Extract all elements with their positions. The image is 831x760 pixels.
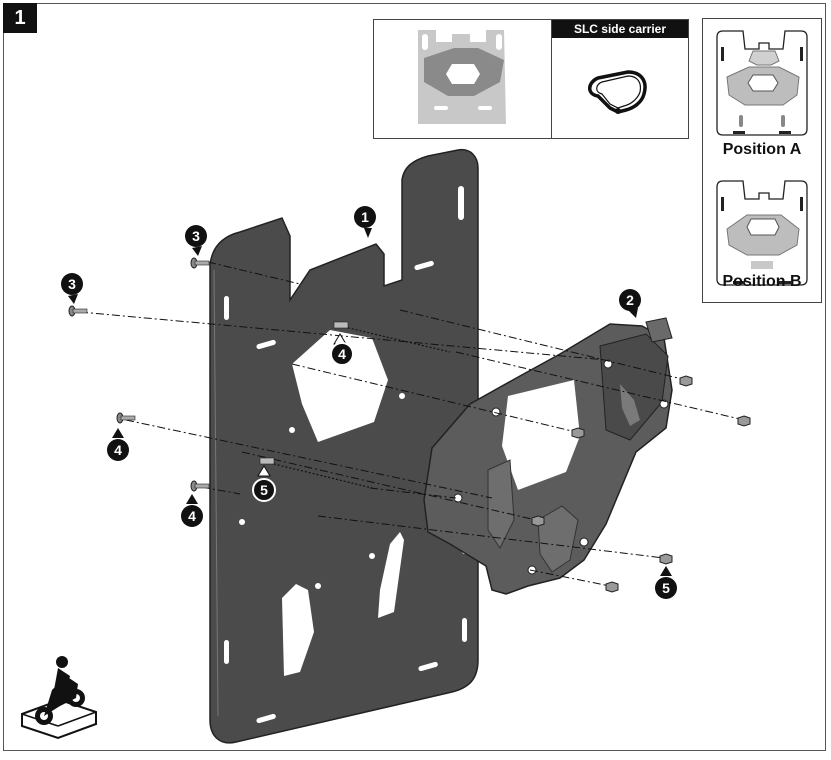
position-a-label: Position A xyxy=(722,141,802,158)
callout-4-lower: 4 xyxy=(181,494,203,527)
position-b-label: Position B xyxy=(722,273,802,290)
callout-label: 5 xyxy=(260,482,268,498)
callout-4-hidden: 4 xyxy=(330,333,354,366)
positions-inset: Position A Position B xyxy=(702,18,822,303)
callout-label: 3 xyxy=(192,228,200,244)
adapter-plate-thumbnail xyxy=(418,30,506,128)
screw-4-hidden xyxy=(333,321,349,329)
callout-badges: 1 2 3 3 4 xyxy=(61,206,677,599)
callout-3-upper: 3 xyxy=(185,225,207,256)
callout-label: 1 xyxy=(361,209,369,225)
nut xyxy=(571,427,585,439)
nut xyxy=(737,415,751,427)
callout-4-left: 4 xyxy=(107,428,129,461)
callout-label: 4 xyxy=(114,442,122,458)
callout-label: 5 xyxy=(662,580,670,596)
nut xyxy=(605,581,619,593)
screw-5-hidden xyxy=(259,457,275,465)
ring-carrier-icon xyxy=(588,70,647,114)
screws xyxy=(68,257,349,492)
screw-3-left xyxy=(68,305,88,317)
nut xyxy=(659,553,673,565)
callout-label: 2 xyxy=(626,292,634,308)
screw-4-lower xyxy=(190,480,210,492)
hidden-lines xyxy=(265,325,451,489)
callout-label: 4 xyxy=(188,508,196,524)
carrier-inset: SLC side carrier xyxy=(373,19,689,139)
callout-5-hidden: 5 xyxy=(252,465,276,502)
position-thumbnails xyxy=(716,30,808,286)
step-number-badge: 1 xyxy=(3,3,37,33)
nuts xyxy=(531,375,751,593)
nut xyxy=(679,375,693,387)
assembly-lines xyxy=(79,261,745,587)
callout-2-bracket: 2 xyxy=(619,289,641,318)
inset-divider xyxy=(551,20,552,138)
nut xyxy=(531,515,545,527)
position-b-plate xyxy=(716,180,808,286)
carrier-title: SLC side carrier xyxy=(552,20,688,38)
callout-5-nut: 5 xyxy=(655,566,677,599)
motorcycle-on-lift-icon xyxy=(21,656,97,740)
backing-plate xyxy=(209,148,479,744)
side-carrier-bracket xyxy=(423,317,673,595)
callout-1-plate: 1 xyxy=(354,206,376,238)
callout-label: 4 xyxy=(338,346,346,362)
diagram-frame xyxy=(3,3,826,751)
screw-3-upper xyxy=(190,257,210,269)
screw-4-left xyxy=(116,412,136,424)
callout-3-left: 3 xyxy=(61,273,83,304)
position-a-plate xyxy=(716,30,808,136)
callout-label: 3 xyxy=(68,276,76,292)
